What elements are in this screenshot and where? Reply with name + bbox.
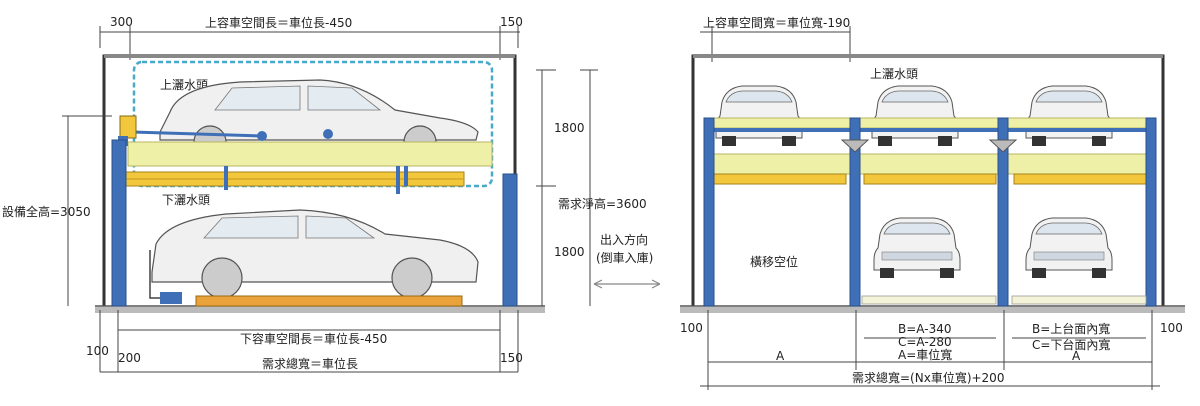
dim-a-right: A	[1072, 349, 1081, 363]
lower-space-length: 下容車空間長＝車位長-450	[240, 331, 387, 346]
lower-car-2	[1025, 217, 1113, 279]
formula-a: A=車位寬	[898, 347, 952, 362]
direction-label: 出入方向	[600, 232, 648, 247]
upper-car-2	[871, 85, 959, 147]
front-column-2	[849, 117, 861, 307]
def-c: C=下台面內寬	[1032, 337, 1110, 352]
top-left-dim: 300	[110, 15, 133, 29]
bottom-left-dim-1: 100	[86, 344, 109, 358]
drive-unit	[160, 292, 182, 304]
front-upper-platform	[703, 153, 1157, 175]
direction-sub-label: (倒車入庫)	[596, 251, 653, 265]
right-column	[502, 173, 518, 307]
front-column-4	[1145, 117, 1157, 307]
front-upper-sprinkler-label: 上灑水頭	[870, 67, 918, 81]
lower-level-height: 1800	[554, 245, 585, 259]
motor-unit	[119, 115, 137, 139]
lower-sprinkler-label: 下灑水頭	[162, 193, 210, 207]
front-view: 上容車空間寬＝車位寬-190 上灑水頭 橫移空位	[680, 15, 1185, 390]
clear-height-label: 需求淨高=3600	[558, 196, 647, 211]
front-column-1	[703, 117, 715, 307]
front-right-dim: 100	[1160, 321, 1183, 335]
upper-sprinkler-label: 上灑水頭	[160, 78, 208, 92]
formula-b: B=A-340	[898, 322, 951, 336]
upper-space-length: 上容車空間長＝車位長-450	[205, 15, 352, 30]
total-width-label: 需求總寬＝車位長	[262, 356, 358, 371]
top-right-dim: 150	[500, 15, 523, 29]
front-upper-beam	[703, 117, 1157, 129]
front-total-width: 需求總寬=(Nx車位寬)+200	[852, 370, 1004, 385]
side-view: 300 150 上容車空間長＝車位長-450 上灑水頭	[2, 15, 661, 373]
traverse-space-label: 橫移空位	[750, 254, 798, 269]
def-b: B=上台面內寬	[1032, 321, 1110, 336]
front-column-3	[997, 117, 1009, 307]
upper-level-height: 1800	[554, 121, 585, 135]
upper-car-1	[715, 85, 803, 147]
bottom-right-dim: 150	[500, 351, 523, 365]
equipment-height-label: 設備全高=3050	[2, 204, 91, 219]
front-left-dim: 100	[680, 321, 703, 335]
bottom-left-dim-2: 200	[118, 351, 141, 365]
direction-arrow-icon	[593, 279, 661, 289]
left-column	[111, 139, 127, 307]
upper-platform	[127, 141, 493, 167]
upper-car-3	[1025, 85, 1113, 147]
lift-arm	[131, 130, 263, 138]
dim-a-left: A	[776, 349, 785, 363]
upper-space-width: 上容車空間寬＝車位寬-190	[703, 15, 850, 30]
lower-car-1	[873, 217, 961, 279]
formula-c: C=A-280	[898, 335, 952, 349]
lower-car	[151, 209, 479, 299]
lower-platform	[195, 295, 463, 307]
